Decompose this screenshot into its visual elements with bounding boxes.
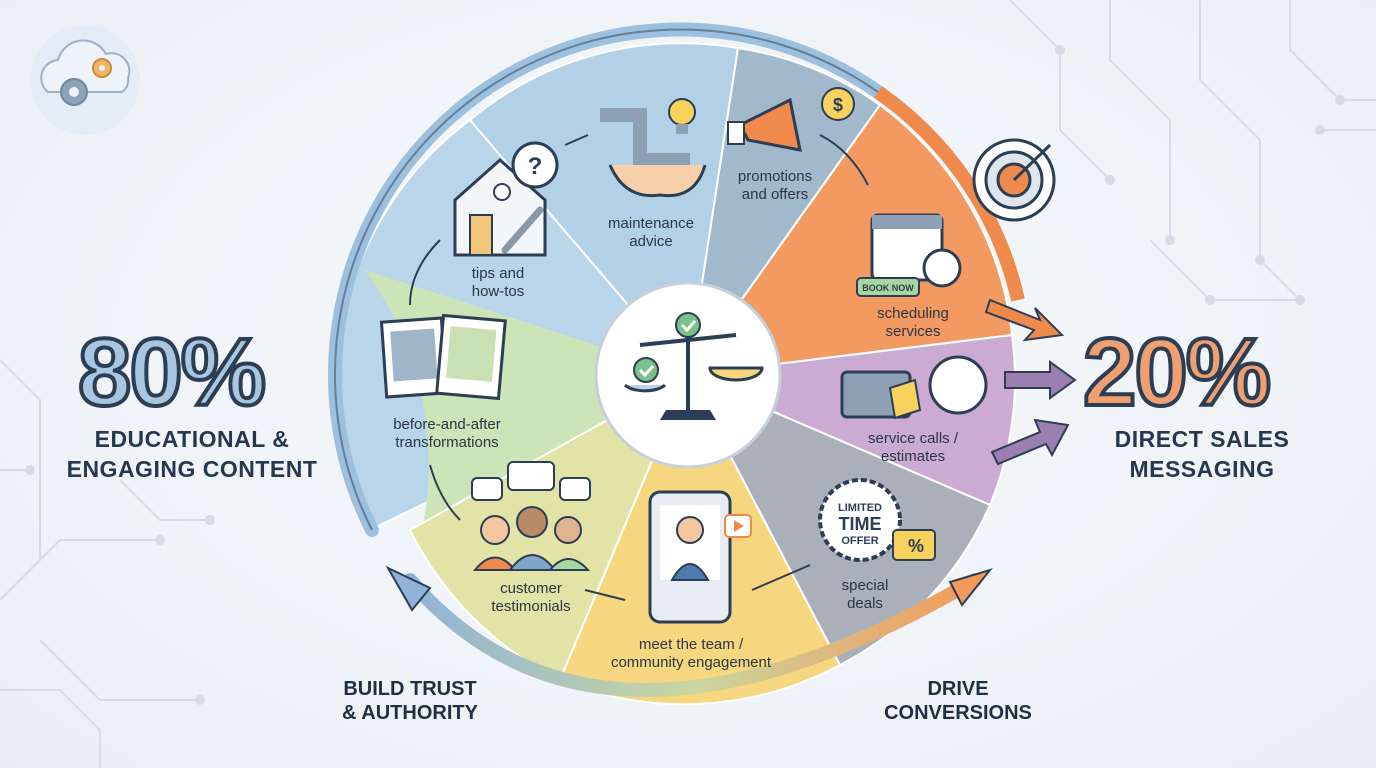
pipe-lightbulb-icon bbox=[600, 98, 707, 198]
cycle-arrow bbox=[385, 565, 993, 697]
customer-people-icon bbox=[471, 461, 591, 571]
educational-percent: 80% bbox=[76, 317, 268, 428]
sales-percent: 20% bbox=[1081, 317, 1273, 428]
svg-text:?: ? bbox=[528, 153, 543, 180]
svg-text:%: % bbox=[908, 536, 924, 556]
sales-title: DIRECT SALES MESSAGING bbox=[1114, 426, 1290, 482]
svg-text:TIME: TIME bbox=[839, 514, 882, 534]
limited-time-offer-badge: LIMITED TIME OFFER % bbox=[818, 478, 936, 562]
svg-text:OFFER: OFFER bbox=[841, 535, 878, 547]
educational-title: EDUCATIONAL & ENGAGING CONTENT bbox=[66, 426, 318, 482]
conversion-arrows bbox=[984, 298, 1077, 466]
drive-conversions-label: DRIVE CONVERSIONS bbox=[884, 678, 1032, 724]
calendar-icon: BOOK NOW bbox=[856, 213, 962, 297]
label-maintenance-advice: maintenance advice bbox=[608, 215, 694, 250]
label-service-calls: service calls / estimates bbox=[867, 430, 959, 465]
megaphone-icon: $ bbox=[727, 87, 855, 152]
target-icon bbox=[972, 138, 1056, 222]
cloud-gear-icon bbox=[30, 25, 140, 135]
build-trust-label: BUILD TRUST & AUTHORITY bbox=[342, 678, 478, 724]
sales-outer-ring bbox=[874, 86, 1025, 302]
svg-text:$: $ bbox=[833, 95, 843, 115]
label-tips-and-how-tos: tips and how-tos bbox=[471, 265, 525, 300]
smartphone-video-icon bbox=[648, 490, 752, 624]
balance-scale-icon bbox=[594, 281, 782, 469]
house-wrench-icon: ? bbox=[453, 141, 559, 257]
label-special-deals: special deals bbox=[841, 577, 889, 612]
label-meet-the-team: meet the team / community engagement bbox=[610, 636, 772, 671]
svg-text:BOOK NOW: BOOK NOW bbox=[862, 283, 914, 293]
label-scheduling-services: scheduling services bbox=[877, 305, 949, 340]
toolbox-phone-icon bbox=[840, 355, 988, 420]
label-customer-testimonials: customer testimonials bbox=[491, 580, 571, 615]
svg-text:LIMITED: LIMITED bbox=[838, 502, 882, 514]
before-after-photos-icon bbox=[379, 313, 507, 401]
label-before-and-after: before-and-after transformations bbox=[393, 416, 501, 451]
label-promotions-and-offers: promotions and offers bbox=[737, 168, 813, 203]
